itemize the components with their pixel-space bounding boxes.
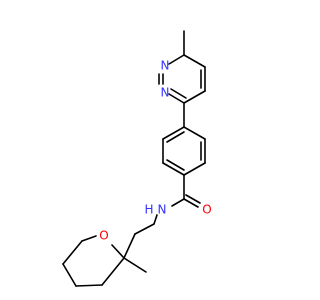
bond — [75, 284, 103, 287]
bond — [183, 162, 206, 176]
ring-oxygen-label: O — [99, 229, 108, 243]
bond — [171, 198, 185, 207]
bond — [62, 263, 77, 287]
amide-hydrogen-label: H — [144, 203, 153, 217]
pyridazine-nitrogen-label: N — [161, 86, 170, 100]
bond — [183, 198, 199, 208]
bond — [162, 126, 185, 140]
bond — [185, 194, 201, 204]
bond — [134, 223, 155, 235]
bond — [170, 88, 187, 99]
amide-nitrogen-label: N — [158, 203, 167, 217]
bond — [183, 90, 206, 104]
carbonyl-oxygen-label: O — [202, 203, 211, 217]
bond — [81, 235, 97, 242]
pyridazine-nitrogen-label: N — [161, 59, 170, 73]
molecule-canvas: N N N H O O — [62, 30, 212, 287]
bond — [153, 214, 158, 225]
bond — [123, 257, 147, 273]
bond — [101, 257, 125, 286]
bond — [183, 126, 206, 140]
bond — [162, 162, 185, 176]
bond — [62, 240, 83, 265]
bond — [168, 93, 185, 104]
bond — [166, 131, 185, 143]
bond-layer — [62, 30, 206, 287]
molecule-structure: N N N H O O — [62, 30, 212, 287]
bond — [168, 54, 185, 65]
bond — [183, 54, 206, 68]
bond — [111, 244, 125, 259]
bond — [123, 233, 136, 259]
atom-label-layer: N N N H O O — [99, 59, 211, 243]
bond — [166, 159, 185, 171]
